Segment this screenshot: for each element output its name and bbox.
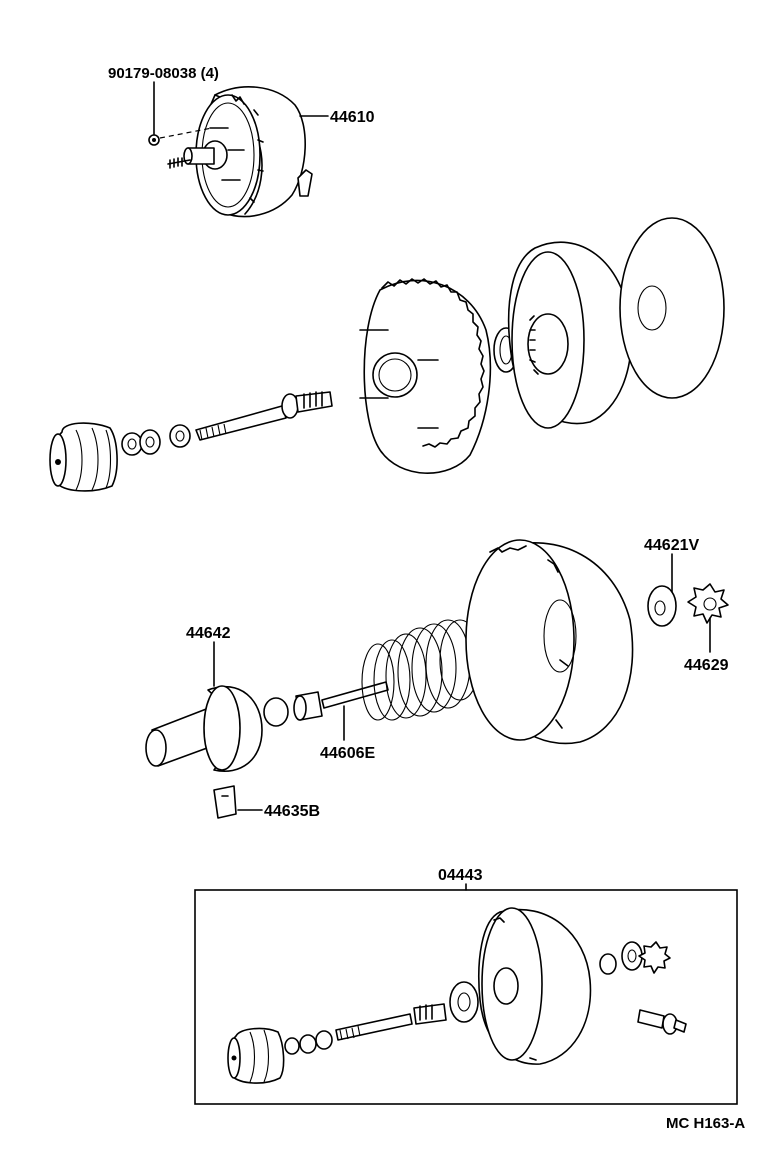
label-retainer: 44629 (684, 657, 729, 674)
return-spring (361, 619, 481, 721)
label-key: 44635B (264, 803, 320, 820)
label-plunger: 44642 (186, 625, 231, 642)
figure-code: MC H163-A (666, 1115, 745, 1132)
brake-booster-assembly (148, 86, 313, 218)
plunger-and-housing-view (145, 539, 729, 819)
kit-box (194, 889, 738, 1105)
label-booster-assy: 44610 (330, 109, 375, 126)
label-check-valve: 44621V (644, 537, 699, 554)
kit-parts-view (227, 907, 687, 1084)
exploded-booster-view (49, 217, 725, 492)
label-kit: 04443 (438, 867, 483, 884)
label-bolt: 90179-08038 (4) (108, 65, 219, 82)
label-push-rod: 44606E (320, 745, 375, 762)
